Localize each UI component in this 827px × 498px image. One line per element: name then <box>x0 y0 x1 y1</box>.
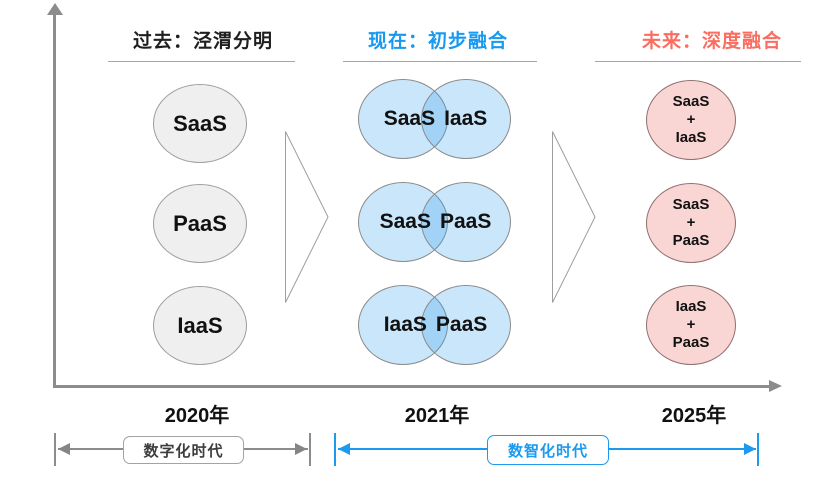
venn-word-right: PaaS <box>435 313 488 336</box>
venn-word-right: PaaS <box>440 210 492 233</box>
column-title-future: 未来：深度融合 <box>641 31 782 52</box>
venn-circle-right <box>421 182 511 262</box>
era1-label: 数字化时代 <box>143 442 224 460</box>
fused-circle-saas-iaas: SaaS + IaaS <box>646 80 736 160</box>
fused-plus: + <box>686 111 696 129</box>
venn-iaas-paas: IaaS PaaS <box>358 285 513 365</box>
horizontal-axis-line <box>53 385 771 388</box>
era1-right-bar <box>309 433 311 466</box>
era1-label-box: 数字化时代 <box>123 436 244 464</box>
circle-paas: PaaS <box>153 184 247 263</box>
fused-line-1: SaaS <box>672 93 710 111</box>
column-title-present: 现在：初步融合 <box>367 31 508 52</box>
circle-paas-label: PaaS <box>173 210 227 236</box>
year-label-2020: 2020年 <box>164 405 230 427</box>
fused-circle-iaas-paas: IaaS + PaaS <box>646 285 736 365</box>
era2-right-bar <box>757 433 759 466</box>
column-title-past: 过去：泾渭分明 <box>132 31 273 52</box>
underline-future <box>595 61 801 62</box>
circle-saas: SaaS <box>153 84 247 163</box>
venn-circle-right <box>421 79 511 159</box>
fused-line-2: PaaS <box>672 231 710 249</box>
year-label-2021: 2021年 <box>404 405 470 427</box>
venn-circle-right <box>421 285 511 365</box>
venn-label: SaaS IaaS <box>358 79 513 159</box>
circle-iaas-label: IaaS <box>177 312 223 338</box>
circle-saas-label: SaaS <box>173 110 227 136</box>
venn-word-left: SaaS <box>383 107 436 130</box>
vertical-axis-line <box>53 12 56 388</box>
transition-triangle-1-icon <box>285 131 329 303</box>
underline-present <box>343 61 537 62</box>
fused-line-2: PaaS <box>672 333 710 351</box>
underline-past <box>108 61 295 62</box>
venn-label: IaaS PaaS <box>358 285 513 365</box>
circle-iaas: IaaS <box>153 286 247 365</box>
fused-line-1: SaaS <box>672 196 710 214</box>
venn-word-left: SaaS <box>379 210 431 233</box>
fused-plus: + <box>686 214 696 232</box>
fused-line-2: IaaS <box>675 128 707 146</box>
fused-plus: + <box>686 316 696 334</box>
venn-word-left: IaaS <box>383 313 427 336</box>
year-label-2025: 2025年 <box>661 405 727 427</box>
era2-label: 数智化时代 <box>507 442 588 460</box>
era2-left-bar <box>334 433 336 466</box>
horizontal-axis-arrowhead-icon <box>769 380 782 392</box>
era2-right-arrowhead-icon <box>744 443 756 455</box>
transition-triangle-2-icon <box>552 131 596 303</box>
era1-left-arrowhead-icon <box>58 443 70 455</box>
venn-word-right: IaaS <box>444 107 488 130</box>
venn-saas-iaas: SaaS IaaS <box>358 79 513 159</box>
vertical-axis-arrowhead-icon <box>47 3 63 15</box>
era1-left-bar <box>54 433 56 466</box>
fused-line-1: IaaS <box>675 298 707 316</box>
era2-left-arrowhead-icon <box>338 443 350 455</box>
era2-label-box: 数智化时代 <box>487 435 609 465</box>
fused-circle-saas-paas: SaaS + PaaS <box>646 183 736 263</box>
venn-label: SaaS PaaS <box>358 182 513 262</box>
venn-saas-paas: SaaS PaaS <box>358 182 513 262</box>
era1-right-arrowhead-icon <box>295 443 307 455</box>
